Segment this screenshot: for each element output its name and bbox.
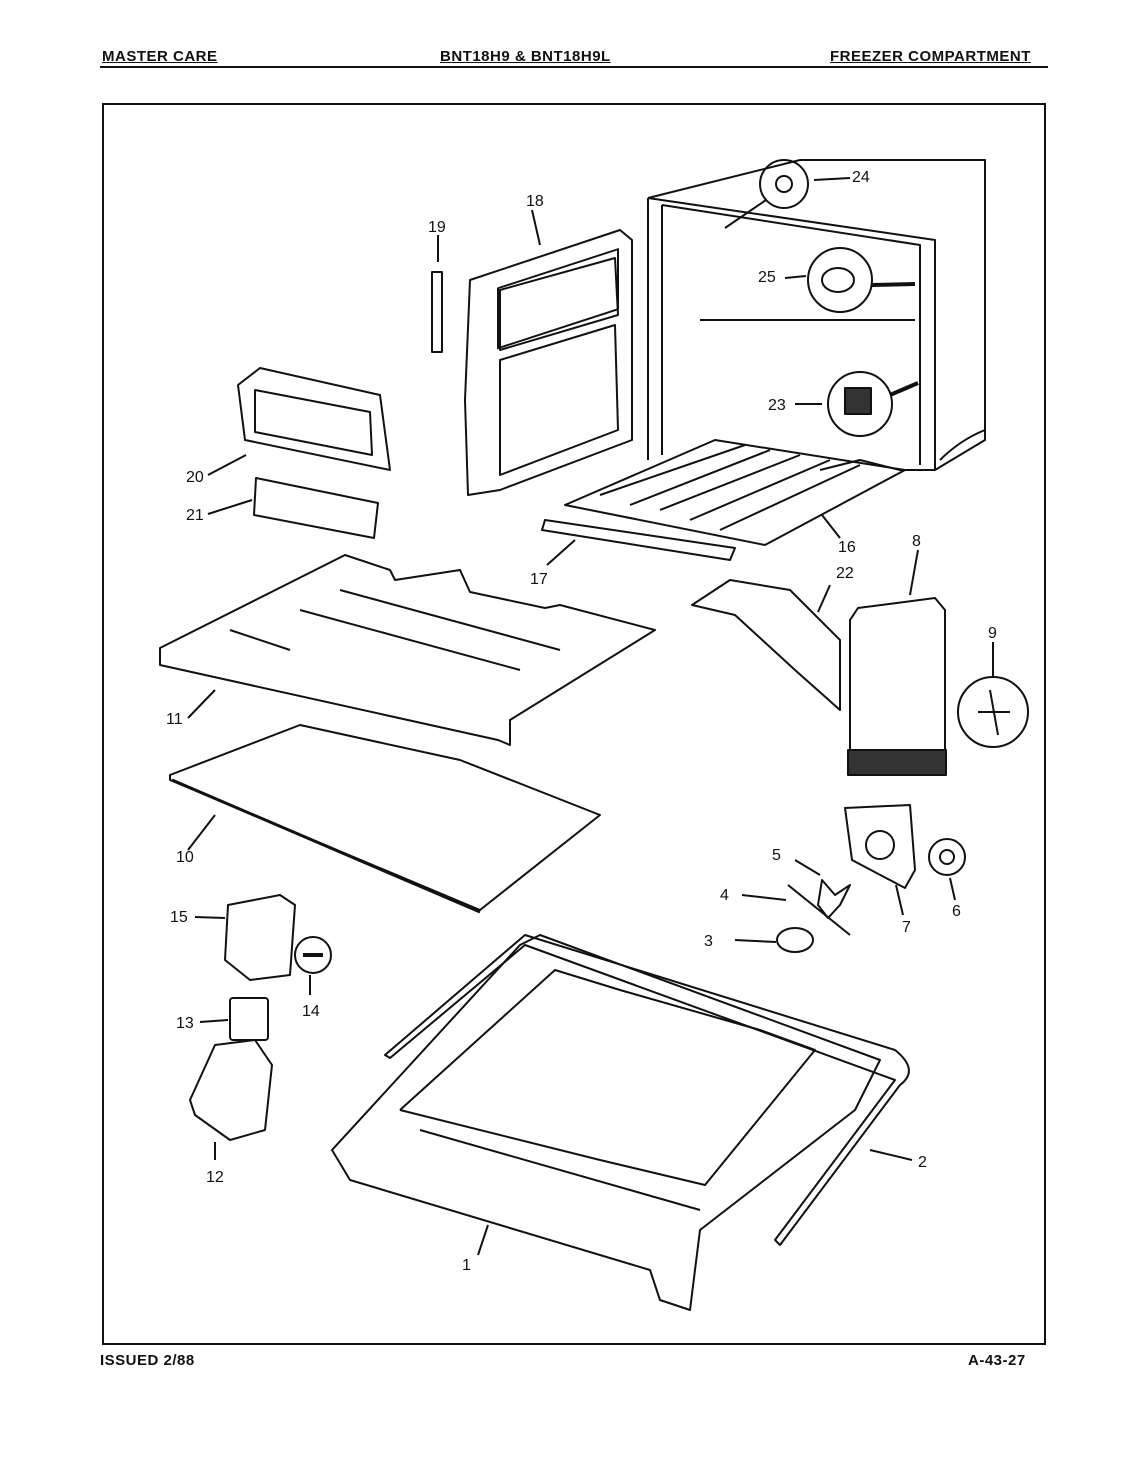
callout-15: 15: [170, 909, 188, 926]
bin-part-20: [237, 367, 391, 471]
fan-blade-part-5: [817, 879, 851, 919]
base-pan-part-1: [331, 934, 881, 1311]
callout-3: 3: [704, 933, 713, 950]
header-brand: MASTER CARE: [102, 48, 218, 65]
callout-4: 4: [720, 887, 729, 904]
clip-part-13: [229, 997, 269, 1041]
gasket-part-2: [384, 934, 910, 1246]
callout-8: 8: [912, 533, 921, 550]
callout-14: 14: [302, 1003, 320, 1020]
callout-11: 11: [166, 711, 183, 728]
callout-10: 10: [176, 849, 194, 866]
fan-part-9: [957, 676, 1029, 748]
bracket-part-4: [787, 884, 851, 936]
footer-page-code: A-43-27: [968, 1352, 1026, 1369]
callout-25: 25: [758, 269, 776, 286]
callout-7: 7: [902, 919, 911, 936]
container-part-12: [189, 1039, 273, 1141]
callout-24: 24: [852, 169, 870, 186]
wire-shelf-part-16: [564, 439, 906, 546]
callout-17: 17: [530, 571, 548, 588]
header-section-title: FREEZER COMPARTMENT: [830, 48, 1031, 65]
panel-part-10: [169, 724, 601, 914]
callout-1: 1: [462, 1257, 471, 1274]
callout-13: 13: [176, 1015, 194, 1032]
freezer-cabinet-drawing: [647, 159, 986, 471]
header-rule: [100, 66, 1048, 68]
callout-23: 23: [768, 397, 786, 414]
shelf-trim-part-17: [541, 519, 736, 561]
header-model-numbers: BNT18H9 & BNT18H9L: [440, 48, 611, 65]
duct-part-22: [691, 579, 841, 711]
shelf-part-11: [159, 554, 656, 746]
cover-part-8: [847, 597, 947, 776]
callout-6: 6: [952, 903, 961, 920]
callout-16: 16: [838, 539, 856, 556]
callout-12: 12: [206, 1169, 224, 1186]
callout-2: 2: [918, 1154, 927, 1171]
door-part-18: [464, 229, 633, 496]
bulb-part-24: [724, 159, 809, 229]
footer-issue-date: ISSUED 2/88: [100, 1352, 195, 1369]
diagram-frame: [102, 103, 1046, 1345]
plate-part-21: [253, 477, 379, 539]
callout-5: 5: [772, 847, 781, 864]
control-part-23: [827, 371, 919, 437]
motor-bracket-part-7: [844, 804, 916, 889]
ice-part-14: [294, 936, 332, 974]
callout-22: 22: [836, 565, 854, 582]
callout-19: 19: [428, 219, 446, 236]
icebox-part-15: [224, 894, 296, 981]
callout-21: 21: [186, 507, 204, 524]
callout-20: 20: [186, 469, 204, 486]
hinge-part-19: [431, 271, 443, 353]
motor-part-3: [776, 927, 814, 953]
callout-9: 9: [988, 625, 997, 642]
motor-part-6: [928, 838, 966, 876]
socket-part-25: [807, 247, 916, 313]
callout-18: 18: [526, 193, 544, 210]
